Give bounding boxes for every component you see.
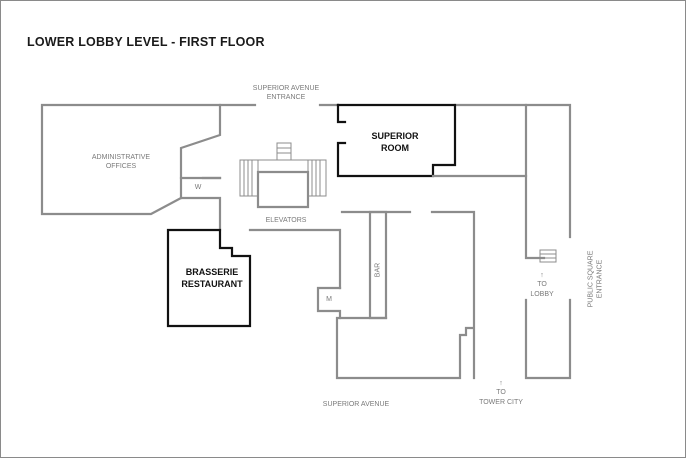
w-room-label: W bbox=[194, 184, 202, 191]
label-line: BRASSERIE bbox=[185, 267, 239, 277]
label-line: TO bbox=[537, 281, 547, 289]
east-inner-wall bbox=[524, 103, 546, 260]
label-line: TOWER CITY bbox=[479, 398, 523, 406]
superior-room-label: SUPERIOR ROOM bbox=[371, 130, 418, 154]
label-line: PUBLIC SQUARE bbox=[587, 250, 595, 308]
elevator-top bbox=[257, 142, 309, 173]
label-line: ADMINISTRATIVE bbox=[91, 154, 151, 161]
label-line: ENTRANCE bbox=[266, 94, 306, 102]
elevator-bank-left bbox=[239, 159, 259, 197]
administrative-offices-walls bbox=[40, 103, 222, 232]
lobby-stairs bbox=[539, 249, 557, 263]
w-room-walls bbox=[179, 176, 222, 200]
page-title: LOWER LOBBY LEVEL - FIRST FLOOR bbox=[27, 35, 265, 49]
lobby-passage-walls bbox=[524, 298, 572, 380]
label-line: ENTRANCE bbox=[597, 259, 604, 299]
superior-avenue-entrance-label: SUPERIOR AVENUE ENTRANCE bbox=[253, 84, 319, 103]
north-wall-east bbox=[453, 103, 572, 239]
to-tower-city-label: ↑ TO TOWER CITY bbox=[479, 379, 523, 407]
to-lobby-label: ↑ TO LOBBY bbox=[530, 271, 553, 299]
brasserie-restaurant-label: BRASSERIE RESTAURANT bbox=[181, 266, 242, 290]
superior-room-door bbox=[336, 103, 347, 124]
m-room-label: M bbox=[326, 296, 332, 303]
bar-label: BAR bbox=[374, 262, 382, 278]
public-square-entrance-label: PUBLIC SQUARE ENTRANCE bbox=[587, 251, 606, 308]
label-line: OFFICES bbox=[105, 163, 137, 171]
brasserie-walls bbox=[166, 228, 252, 328]
brasserie-corridor-wall bbox=[248, 228, 342, 290]
administrative-offices-label: ADMINISTRATIVE OFFICES bbox=[92, 153, 150, 172]
superior-avenue-label: SUPERIOR AVENUE bbox=[322, 401, 390, 408]
elevators-label: ELEVATORS bbox=[265, 217, 307, 224]
elevator-bank-right bbox=[307, 159, 327, 197]
label-line: RESTAURANT bbox=[181, 279, 243, 290]
label-line: ROOM bbox=[380, 143, 409, 154]
up-arrow-icon: ↑ bbox=[499, 380, 503, 387]
label-line: TO bbox=[496, 389, 506, 397]
label-line: SUPERIOR AVENUE bbox=[252, 85, 320, 92]
superior-room-walls bbox=[336, 103, 457, 178]
label-line: SUPERIOR bbox=[371, 131, 419, 141]
label-line: LOBBY bbox=[530, 290, 554, 298]
m-room-walls bbox=[316, 286, 342, 320]
up-arrow-icon: ↑ bbox=[540, 272, 544, 279]
bar-corridor-walls bbox=[335, 210, 476, 380]
elevator-core bbox=[256, 170, 310, 209]
